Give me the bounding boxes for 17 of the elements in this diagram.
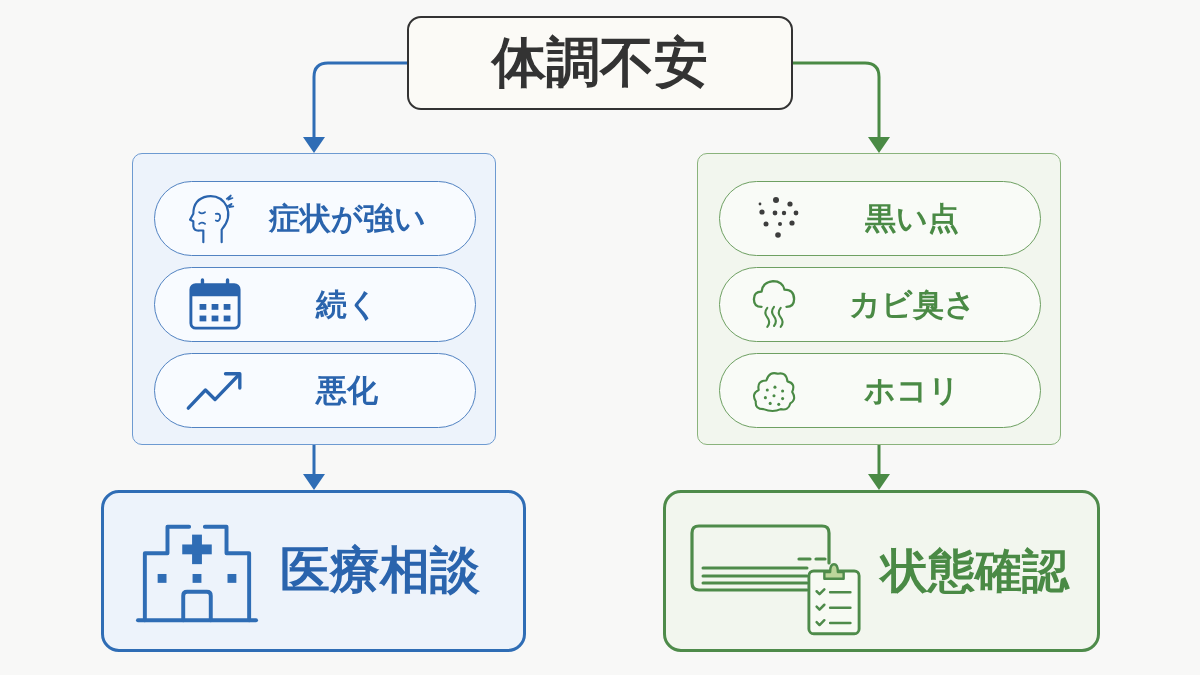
mold-sign-panel bbox=[697, 153, 1061, 445]
action-label: 状態確認 bbox=[881, 543, 1069, 598]
action-box bbox=[101, 490, 526, 652]
arrow bbox=[868, 445, 890, 490]
symptom-panel bbox=[132, 153, 496, 445]
symptom-label: 続く bbox=[315, 286, 379, 323]
mold-sign-label: 黒い点 bbox=[865, 200, 959, 237]
topic-box: 体調不安 bbox=[407, 16, 793, 110]
arrow bbox=[303, 445, 325, 490]
symptom-label: 悪化 bbox=[316, 372, 378, 409]
symptom-label: 症状が強い bbox=[268, 200, 426, 237]
arrow bbox=[793, 61, 890, 153]
arrow bbox=[303, 61, 407, 153]
action-box bbox=[663, 490, 1100, 652]
mold-sign-label: ホコリ bbox=[864, 372, 960, 409]
mold-sign-label: カビ臭さ bbox=[848, 286, 976, 323]
action-label: 医療相談 bbox=[280, 542, 480, 600]
